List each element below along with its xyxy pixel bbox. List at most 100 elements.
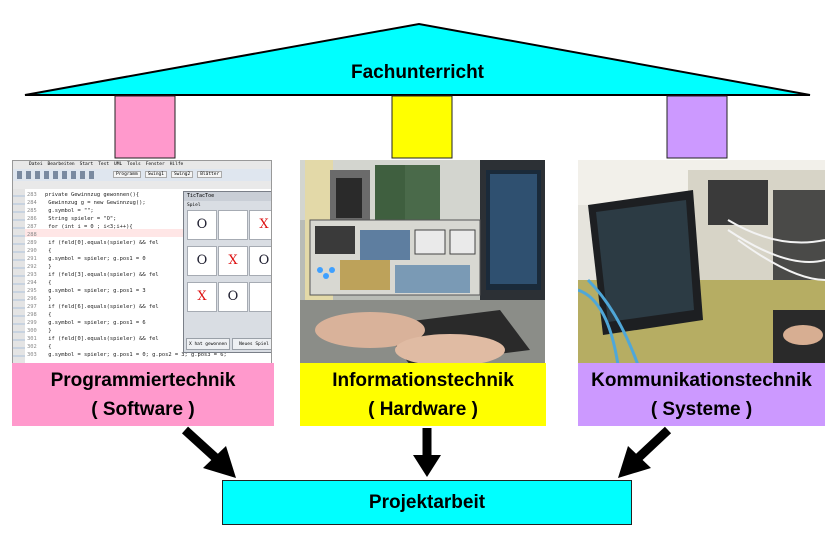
ide-tab[interactable]: Swing1 xyxy=(144,171,167,178)
code-text: { xyxy=(45,312,52,318)
code-text: } xyxy=(45,264,52,270)
toolbar-icons xyxy=(17,171,97,179)
tictactoe-cell[interactable]: O xyxy=(187,210,217,240)
label-hardware: Informationstechnik ( Hardware ) xyxy=(300,363,546,426)
code-text: { xyxy=(45,280,52,286)
label-hardware-line2: ( Hardware ) xyxy=(368,398,478,420)
ide-menu-item[interactable]: Start xyxy=(79,162,94,167)
pillar-hardware xyxy=(391,95,453,159)
ide-tab[interactable]: Programm xyxy=(113,171,141,178)
line-number: 300 xyxy=(27,328,37,334)
code-text: } xyxy=(45,328,52,334)
code-text: g.symbol = ""; xyxy=(45,208,94,214)
code-line: 299 g.symbol = spieler; g.pos1 = 6 xyxy=(27,319,271,327)
code-line: 289 if (feld[0].equals(spieler) && fel xyxy=(27,239,271,247)
arrow-hardware-to-project xyxy=(413,428,441,477)
label-software-line2: ( Software ) xyxy=(91,398,195,420)
line-number: 287 xyxy=(27,224,37,230)
roof-title: Fachunterricht xyxy=(350,62,485,83)
tictactoe-label: Spiel xyxy=(187,203,201,208)
code-line: 293 if (feld[3].equals(spieler) && fel xyxy=(27,271,271,279)
ide-menu-item[interactable]: UML xyxy=(114,162,123,167)
tictactoe-cell[interactable] xyxy=(218,210,248,240)
code-line: 285 g.symbol = ""; xyxy=(27,207,271,215)
code-line: 294 { xyxy=(27,279,271,287)
code-line: 300 } xyxy=(27,327,271,335)
code-line: 288 xyxy=(27,231,271,239)
ide-menu-item[interactable]: Hilfe xyxy=(169,162,184,167)
line-number: 295 xyxy=(27,288,37,294)
hardware-photo-illustration xyxy=(300,160,545,365)
line-number: 286 xyxy=(27,216,37,222)
line-number: 288 xyxy=(27,232,37,238)
code-text: String spieler = "O"; xyxy=(45,216,117,222)
code-line: 292 } xyxy=(27,263,271,271)
code-text: if (feld[3].equals(spieler) && fel xyxy=(45,272,159,278)
code-text: if (feld[0].equals(spieler) && fel xyxy=(45,336,159,342)
ide-menu-item[interactable]: Tools xyxy=(127,162,141,167)
winner-status-button[interactable]: X hat gewonnen xyxy=(186,338,230,350)
code-line: 303 g.symbol = spieler; g.pos1 = 0; g.po… xyxy=(27,351,271,359)
label-software: Programmiertechnik ( Software ) xyxy=(12,363,274,426)
line-number: 298 xyxy=(27,312,37,318)
code-line: 290 { xyxy=(27,247,271,255)
tictactoe-cell[interactable]: O xyxy=(249,246,271,276)
label-hardware-line1: Informationstechnik xyxy=(332,369,514,391)
line-number: 294 xyxy=(27,280,37,286)
ide-menu-item[interactable]: Test xyxy=(98,162,110,167)
arrow-systems-to-project xyxy=(618,426,672,478)
label-systems-line2: ( Systeme ) xyxy=(650,398,753,420)
code-text: { xyxy=(45,344,52,350)
line-number: 297 xyxy=(27,304,37,310)
systems-photo-illustration xyxy=(578,160,825,365)
ide-tab[interactable]: Swing2 xyxy=(170,171,194,178)
photo-hardware-lab xyxy=(300,160,545,365)
ide-tab[interactable]: Blätter xyxy=(197,171,223,178)
line-number: 285 xyxy=(27,208,37,214)
project-label: Projektarbeit xyxy=(368,492,486,513)
code-line: 302 { xyxy=(27,343,271,351)
code-text: g.symbol = spieler; g.pos1 = 0; g.pos2 =… xyxy=(45,352,227,358)
line-number: 296 xyxy=(27,296,37,302)
ide-menu-item[interactable]: Bearbeiten xyxy=(47,162,75,167)
line-number: 284 xyxy=(27,200,37,206)
tictactoe-cell[interactable]: X xyxy=(187,282,217,312)
line-number: 302 xyxy=(27,344,37,350)
code-text: for (int i = 0 ; i<3;i++){ xyxy=(45,224,133,230)
code-text: g.symbol = spieler; g.pos1 = 3 xyxy=(45,288,146,294)
tictactoe-title: TicTacToe xyxy=(184,192,271,201)
ide-menu-item[interactable]: Fenster xyxy=(145,162,165,167)
code-line: 296 } xyxy=(27,295,271,303)
tictactoe-cell[interactable] xyxy=(249,282,271,312)
code-line: 291 g.symbol = spieler; g.pos1 = 0 xyxy=(27,255,271,263)
label-software-line1: Programmiertechnik xyxy=(50,369,236,391)
roof-shape xyxy=(24,22,811,96)
line-number: 303 xyxy=(27,352,37,358)
photo-software-ide: Datei Bearbeiten Start Test UML Tools Fenster H… xyxy=(12,160,272,365)
new-game-button[interactable]: Neues Spiel xyxy=(232,338,271,350)
code-text: if (feld[0].equals(spieler) && fel xyxy=(45,240,159,246)
tictactoe-cell[interactable]: O xyxy=(187,246,217,276)
pillar-software xyxy=(114,95,176,159)
code-line: 301 if (feld[0].equals(spieler) && fel xyxy=(27,335,271,343)
code-text: Gewinnzug g = new Gewinnzug(); xyxy=(45,200,146,206)
line-number: 299 xyxy=(27,320,37,326)
project-box: Projektarbeit xyxy=(222,480,632,525)
line-number: 289 xyxy=(27,240,37,246)
tictactoe-cell[interactable]: X xyxy=(218,246,248,276)
code-line: 287 for (int i = 0 ; i<3;i++){ xyxy=(27,223,271,231)
photo-systems-lab xyxy=(578,160,825,365)
label-systems: Kommunikationstechnik ( Systeme ) xyxy=(578,363,825,426)
code-text: } xyxy=(45,296,52,302)
code-text: { xyxy=(45,248,52,254)
line-number: 292 xyxy=(27,264,37,270)
ide-menu-item[interactable]: Datei xyxy=(29,162,43,167)
arrow-software-to-project xyxy=(181,426,236,478)
tictactoe-cell[interactable]: O xyxy=(218,282,248,312)
tictactoe-cell[interactable]: X xyxy=(249,210,271,240)
code-text: g.symbol = spieler; g.pos1 = 0 xyxy=(45,256,146,262)
code-line: 298 { xyxy=(27,311,271,319)
